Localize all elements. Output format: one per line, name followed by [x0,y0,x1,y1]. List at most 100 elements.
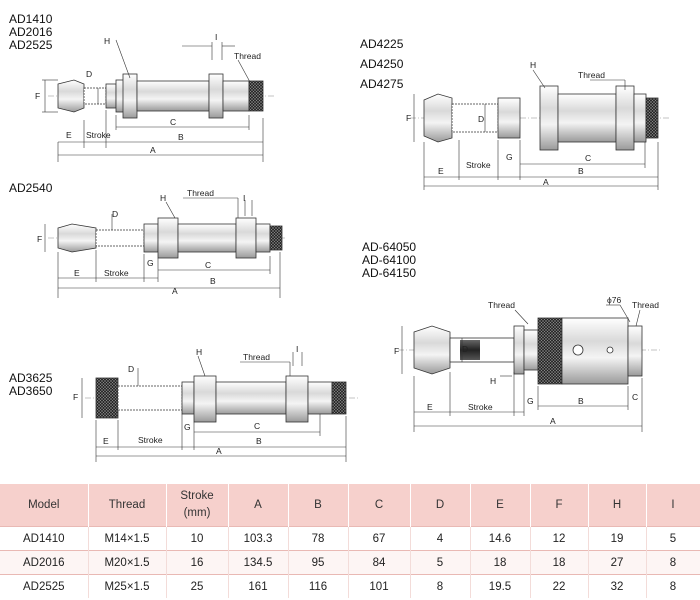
drawing-ad4225: H Thread D F E Stroke G C B A [406,60,670,190]
dim-label: G [506,152,513,162]
table-cell: 8 [646,550,700,575]
dim-label: A [172,286,178,296]
model-label: AD4275 [360,77,404,91]
dim-label: Stroke [86,130,111,140]
dim-label: Thread [488,300,515,310]
dim-label: A [150,145,156,155]
table-row: AD1410 M14×1.5 10 103.3 78 67 4 14.6 12 … [0,526,700,551]
dim-label: I [243,193,245,203]
dim-label: B [210,276,216,286]
model-label: AD3650 [9,384,53,398]
model-label: AD-64150 [362,266,417,280]
dim-label: F [37,234,42,244]
table-cell: AD1410 [0,526,89,551]
dim-label: H [530,60,536,70]
table-cell: 32 [588,574,647,598]
dim-label: G [147,258,154,268]
dim-label: C [205,260,211,270]
table-cell: 161 [228,574,289,598]
dim-label: B [578,166,584,176]
table-cell: 67 [348,526,411,551]
column-header: C [348,484,411,527]
cap-shape [95,377,119,419]
dim-label: C [585,153,591,163]
dim-label: A [550,416,556,426]
column-header: Thread [88,484,167,527]
table-cell: M20×1.5 [88,550,167,575]
model-label-group-3: AD2540 [9,182,52,195]
dim-label: Thread [234,51,261,61]
column-header: Stroke (mm) [166,484,229,527]
dim-label: A [216,446,222,456]
table-cell: 84 [348,550,411,575]
column-header: F [530,484,589,527]
dim-label: Thread [578,70,605,80]
model-label: AD4250 [360,57,404,71]
table-cell: 101 [348,574,411,598]
table-cell: 27 [588,550,647,575]
table-cell: 78 [288,526,349,551]
dim-label: B [256,436,262,446]
dim-label: A [543,177,549,187]
table-cell: 10 [166,526,229,551]
dim-label: Stroke [468,402,493,412]
dim-label: Thread [187,188,214,198]
dim-label: E [438,166,444,176]
dim-label: ϕ76 [607,295,621,305]
hex-nut-shape [122,73,138,119]
table-cell: 12 [530,526,589,551]
dim-label: Thread [243,352,270,362]
model-label: AD1410 [9,12,53,26]
table-row: AD2525 M25×1.5 25 161 116 101 8 19.5 22 … [0,574,700,598]
model-label: AD2525 [9,38,53,52]
dim-label: Stroke [104,268,129,278]
dim-label: E [427,402,433,412]
column-header: I [646,484,700,527]
table-cell: 14.6 [470,526,531,551]
model-label: AD2016 [9,25,53,39]
table-cell: M14×1.5 [88,526,167,551]
dim-label: F [394,346,399,356]
column-header: D [410,484,471,527]
column-header: E [470,484,531,527]
table-cell: 18 [530,550,589,575]
model-label: AD4225 [360,37,404,51]
table-cell: 116 [288,574,349,598]
spec-table: Model Thread Stroke (mm) A B C D E F H I… [0,484,700,598]
dim-label: E [74,268,80,278]
model-label: AD2540 [9,181,53,195]
drawing-ad1410: H I Thread D F E Stroke C B A [35,32,275,162]
dim-label: Stroke [138,435,163,445]
table-cell: 22 [530,574,589,598]
column-header: H [588,484,647,527]
dim-label: G [184,422,191,432]
dim-label: D [462,344,468,354]
dim-label: F [73,392,78,402]
dim-label: H [490,376,496,386]
drawing-ad3625: H Thread I D F E Stroke G C B A [73,344,360,462]
table-cell: AD2525 [0,574,89,598]
dim-label: H [196,347,202,357]
table-row: AD2016 M20×1.5 16 134.5 95 84 5 18 18 27… [0,550,700,575]
dim-label: E [103,436,109,446]
table-cell: 19.5 [470,574,531,598]
dim-label: D [112,209,118,219]
model-label: AD3625 [9,371,53,385]
model-label: AD-64050 [362,240,417,254]
table-cell: 8 [646,574,700,598]
table-cell: M25×1.5 [88,574,167,598]
dim-label: Stroke [466,160,491,170]
dim-label: C [254,421,260,431]
dim-label: F [406,113,411,123]
dim-label: H [160,193,166,203]
dim-label: B [178,132,184,142]
model-label-group-1: AD1410 AD2016 AD2525 [9,13,52,52]
dim-label: I [215,32,217,42]
table-cell: 4 [410,526,471,551]
dim-label: D [128,364,134,374]
column-header: B [288,484,349,527]
model-label-group-2: AD4225 AD4250 AD4275 [360,34,403,94]
dim-label: D [86,69,92,79]
dim-label: Thread [632,300,659,310]
cap-shape [57,79,85,113]
